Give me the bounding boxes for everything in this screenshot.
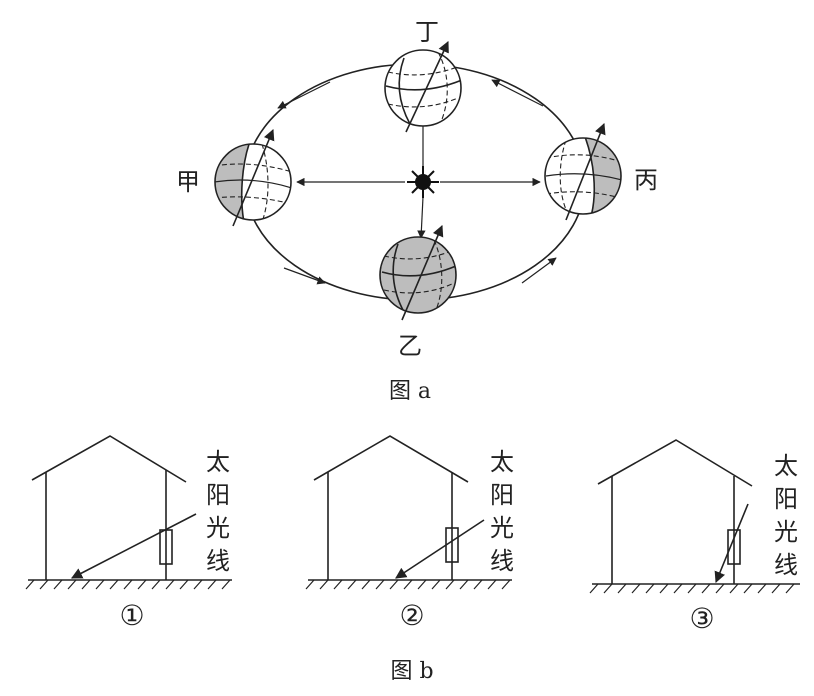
globe-yi [379,224,457,321]
panel-number-2: ② [399,599,424,632]
sunlight-label-3-char-4: 线 [774,551,798,579]
sunlight-label-1-char-2: 阳 [206,481,230,509]
sunlight-label-1-char-4: 线 [206,547,230,575]
axis-jia [232,128,275,227]
sunlight-label-3-char-2: 阳 [774,485,798,513]
sunlight-ray-1 [71,513,197,579]
sunlight-label-1-char-1: 太 [206,448,230,476]
axis-ding [405,40,449,133]
orbit-direction-arrow-bottom-right [521,257,557,284]
axis-yi [401,224,444,321]
house-panel-2: 太 阳 光 线 ② [305,435,514,632]
globe-bing [544,122,622,221]
sunlight-label-1-char-3: 光 [206,514,230,542]
panel-number-1: ① [119,599,144,632]
house-panel-1: 太 阳 光 线 ① [25,435,232,632]
globe-jia [214,128,292,227]
sunlight-label-2-char-1: 太 [490,448,514,476]
sun-icon [407,166,439,198]
label-bing: 丙 [634,166,658,194]
label-jia: 甲 [176,168,200,196]
figure-a: 甲 丁 [176,18,658,404]
sunlight-label-2-char-4: 线 [490,547,514,575]
orbit-direction-arrow-bottom-left [283,267,326,285]
sunlight-label-3-char-3: 光 [774,518,798,546]
sun-ray-down [417,196,426,239]
sunlight-label-2-char-2: 阳 [490,481,514,509]
sunlight-ray-3 [714,503,749,584]
figure-b: 太 阳 光 线 ① 太 阳 光 线 ② [25,435,800,684]
orbit-direction-arrow-top-right [491,79,544,107]
sunlight-ray-2 [395,519,485,579]
panel-number-3: ③ [689,602,714,635]
figure-a-caption: 图 a [389,379,431,404]
sunlight-label-2-char-3: 光 [490,514,514,542]
axis-bing [565,122,606,221]
orbit-direction-arrow-top-left [277,81,331,109]
label-yi: 乙 [398,332,422,360]
house-panel-3: 太 阳 光 线 ③ [589,439,800,635]
label-ding: 丁 [415,18,439,46]
globe-ding [384,40,462,133]
sunlight-label-3-char-1: 太 [774,452,798,480]
figure-b-caption: 图 b [390,659,433,684]
